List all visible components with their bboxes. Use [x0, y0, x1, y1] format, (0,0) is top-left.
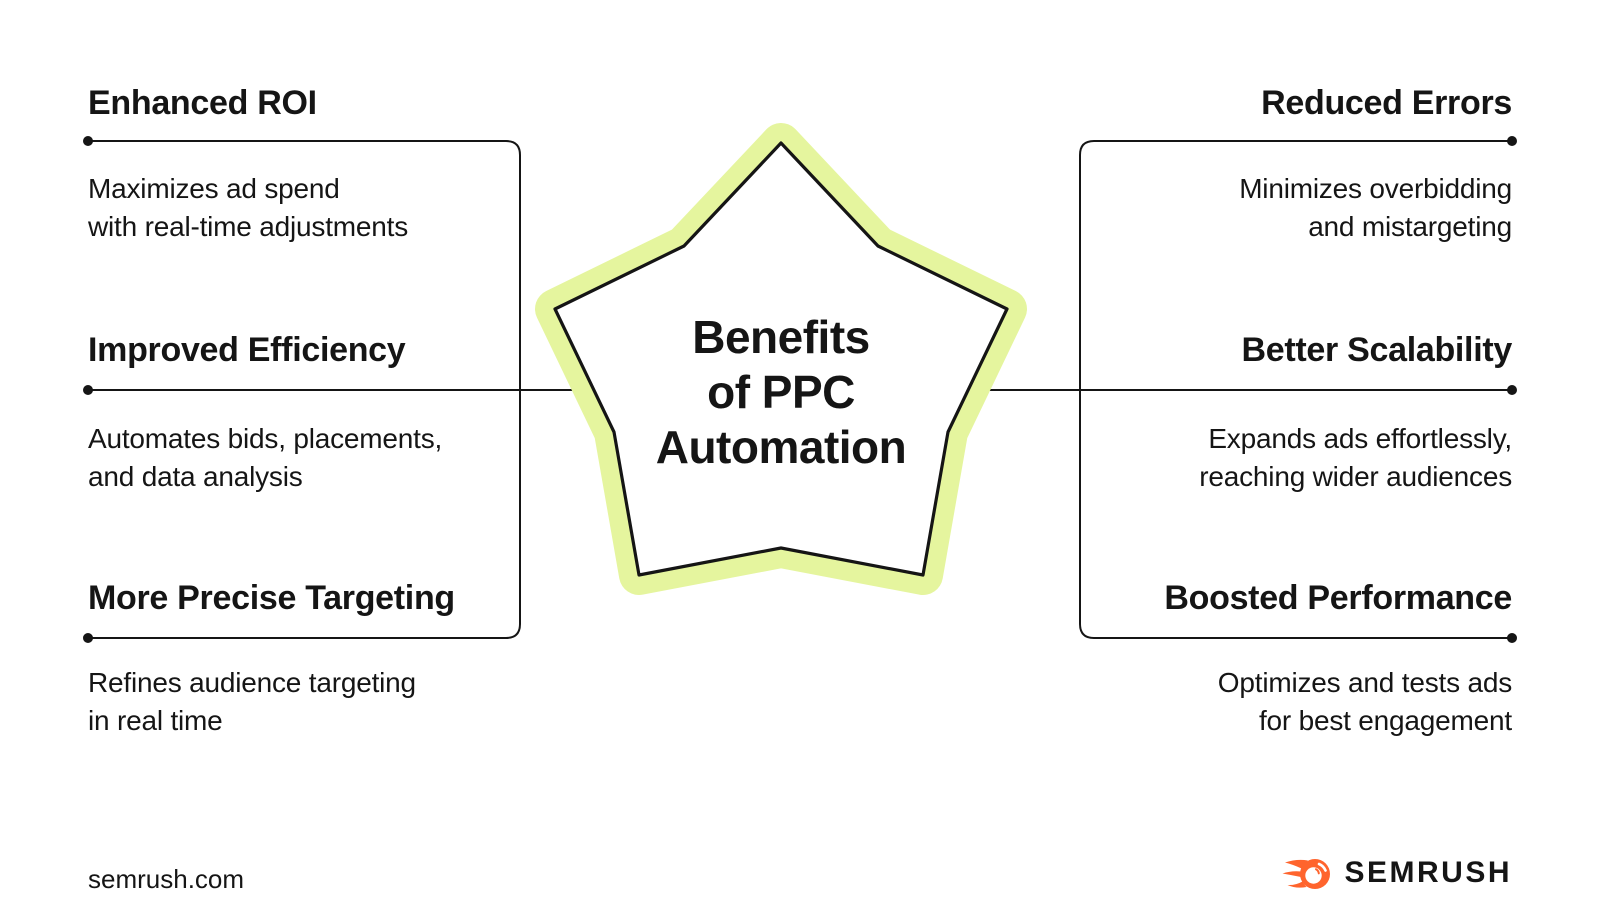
semrush-wordmark: SEMRUSH [1344, 856, 1512, 889]
benefit-desc-reduced-errors: Minimizes overbidding and mistargeting [1239, 170, 1512, 246]
desc-line: and data analysis [88, 461, 303, 492]
benefit-heading-improved-efficiency: Improved Efficiency [88, 331, 406, 369]
benefit-desc-better-scalability: Expands ads effortlessly, reaching wider… [1199, 420, 1512, 496]
dot-left-bottom [83, 633, 93, 643]
benefit-heading-boosted-performance: Boosted Performance [1164, 579, 1512, 617]
benefit-heading-more-precise-targeting: More Precise Targeting [88, 579, 455, 617]
benefit-desc-enhanced-roi: Maximizes ad spend with real-time adjust… [88, 170, 408, 246]
dot-right-bottom [1507, 633, 1517, 643]
desc-line: for best engagement [1258, 705, 1512, 736]
benefit-heading-better-scalability: Better Scalability [1241, 331, 1513, 369]
semrush-logo: SEMRUSH [1282, 852, 1512, 894]
benefit-heading-enhanced-roi: Enhanced ROI [88, 84, 317, 122]
left-bracket [88, 140, 521, 639]
star-title: Benefits of PPC Automation [531, 310, 1031, 475]
desc-line: Expands ads effortlessly, [1208, 423, 1512, 454]
benefit-desc-more-precise-targeting: Refines audience targeting in real time [88, 664, 416, 740]
dot-right-middle [1507, 385, 1517, 395]
desc-line: in real time [88, 705, 223, 736]
star-shape [553, 141, 1009, 577]
benefit-desc-improved-efficiency: Automates bids, placements, and data ana… [88, 420, 442, 496]
desc-line: reaching wider audiences [1199, 461, 1512, 492]
dot-left-top [83, 136, 93, 146]
desc-line: Automates bids, placements, [88, 423, 443, 454]
desc-line: Refines audience targeting [88, 667, 416, 698]
dot-left-middle [83, 385, 93, 395]
semrush-flame-icon [1282, 859, 1331, 889]
desc-line: and mistargeting [1308, 211, 1512, 242]
benefit-heading-reduced-errors: Reduced Errors [1261, 84, 1512, 122]
right-bracket [1079, 140, 1512, 639]
desc-line: Minimizes overbidding [1239, 173, 1512, 204]
desc-line: with real-time adjustments [88, 211, 409, 242]
desc-line: Maximizes ad spend [88, 173, 340, 204]
star-title-line3: Automation [655, 421, 907, 473]
desc-line: Optimizes and tests ads [1217, 667, 1512, 698]
benefit-desc-boosted-performance: Optimizes and tests ads for best engagem… [1218, 664, 1512, 740]
website-url: semrush.com [88, 864, 245, 894]
dot-right-top [1507, 136, 1517, 146]
star-title-line1: Benefits [692, 311, 870, 363]
star-title-line2: of PPC [707, 366, 855, 418]
